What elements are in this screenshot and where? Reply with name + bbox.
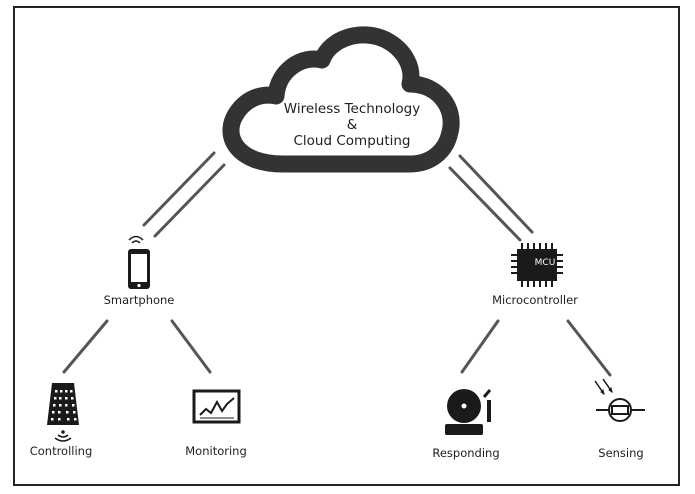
microcontroller-to-responding-line [460, 319, 500, 374]
microcontroller-chip-icon [511, 243, 563, 287]
mcu-chip-label: MCU [534, 258, 556, 268]
cloud-label: Wireless Technology & Cloud Computing [284, 101, 420, 149]
responding-label: Responding [432, 446, 500, 460]
cloud-label-line1: Wireless Technology [283, 101, 421, 117]
alarm-bell-icon [445, 389, 492, 435]
cloud-to-microcontroller-connector [448, 154, 534, 242]
monitor-chart-icon [192, 389, 241, 424]
microcontroller-to-sensing-line [566, 319, 612, 377]
light-sensor-icon [594, 378, 645, 422]
remote-control-icon [47, 383, 79, 442]
cloud-label-line2: & [346, 117, 358, 133]
smartphone-to-controlling-line [62, 319, 109, 374]
branch-lines [62, 319, 612, 377]
sensing-label: Sensing [598, 446, 644, 460]
cloud-label-line3: Cloud Computing [293, 133, 411, 149]
smartphone-icon [128, 235, 150, 289]
smartphone-to-monitoring-line [170, 319, 212, 374]
microcontroller-label: Microcontroller [492, 293, 578, 307]
controlling-label: Controlling [29, 444, 93, 458]
cloud-icon [222, 26, 460, 173]
smartphone-label: Smartphone [103, 293, 175, 307]
monitoring-label: Monitoring [185, 444, 247, 458]
cloud-to-smartphone-connector [142, 151, 226, 238]
